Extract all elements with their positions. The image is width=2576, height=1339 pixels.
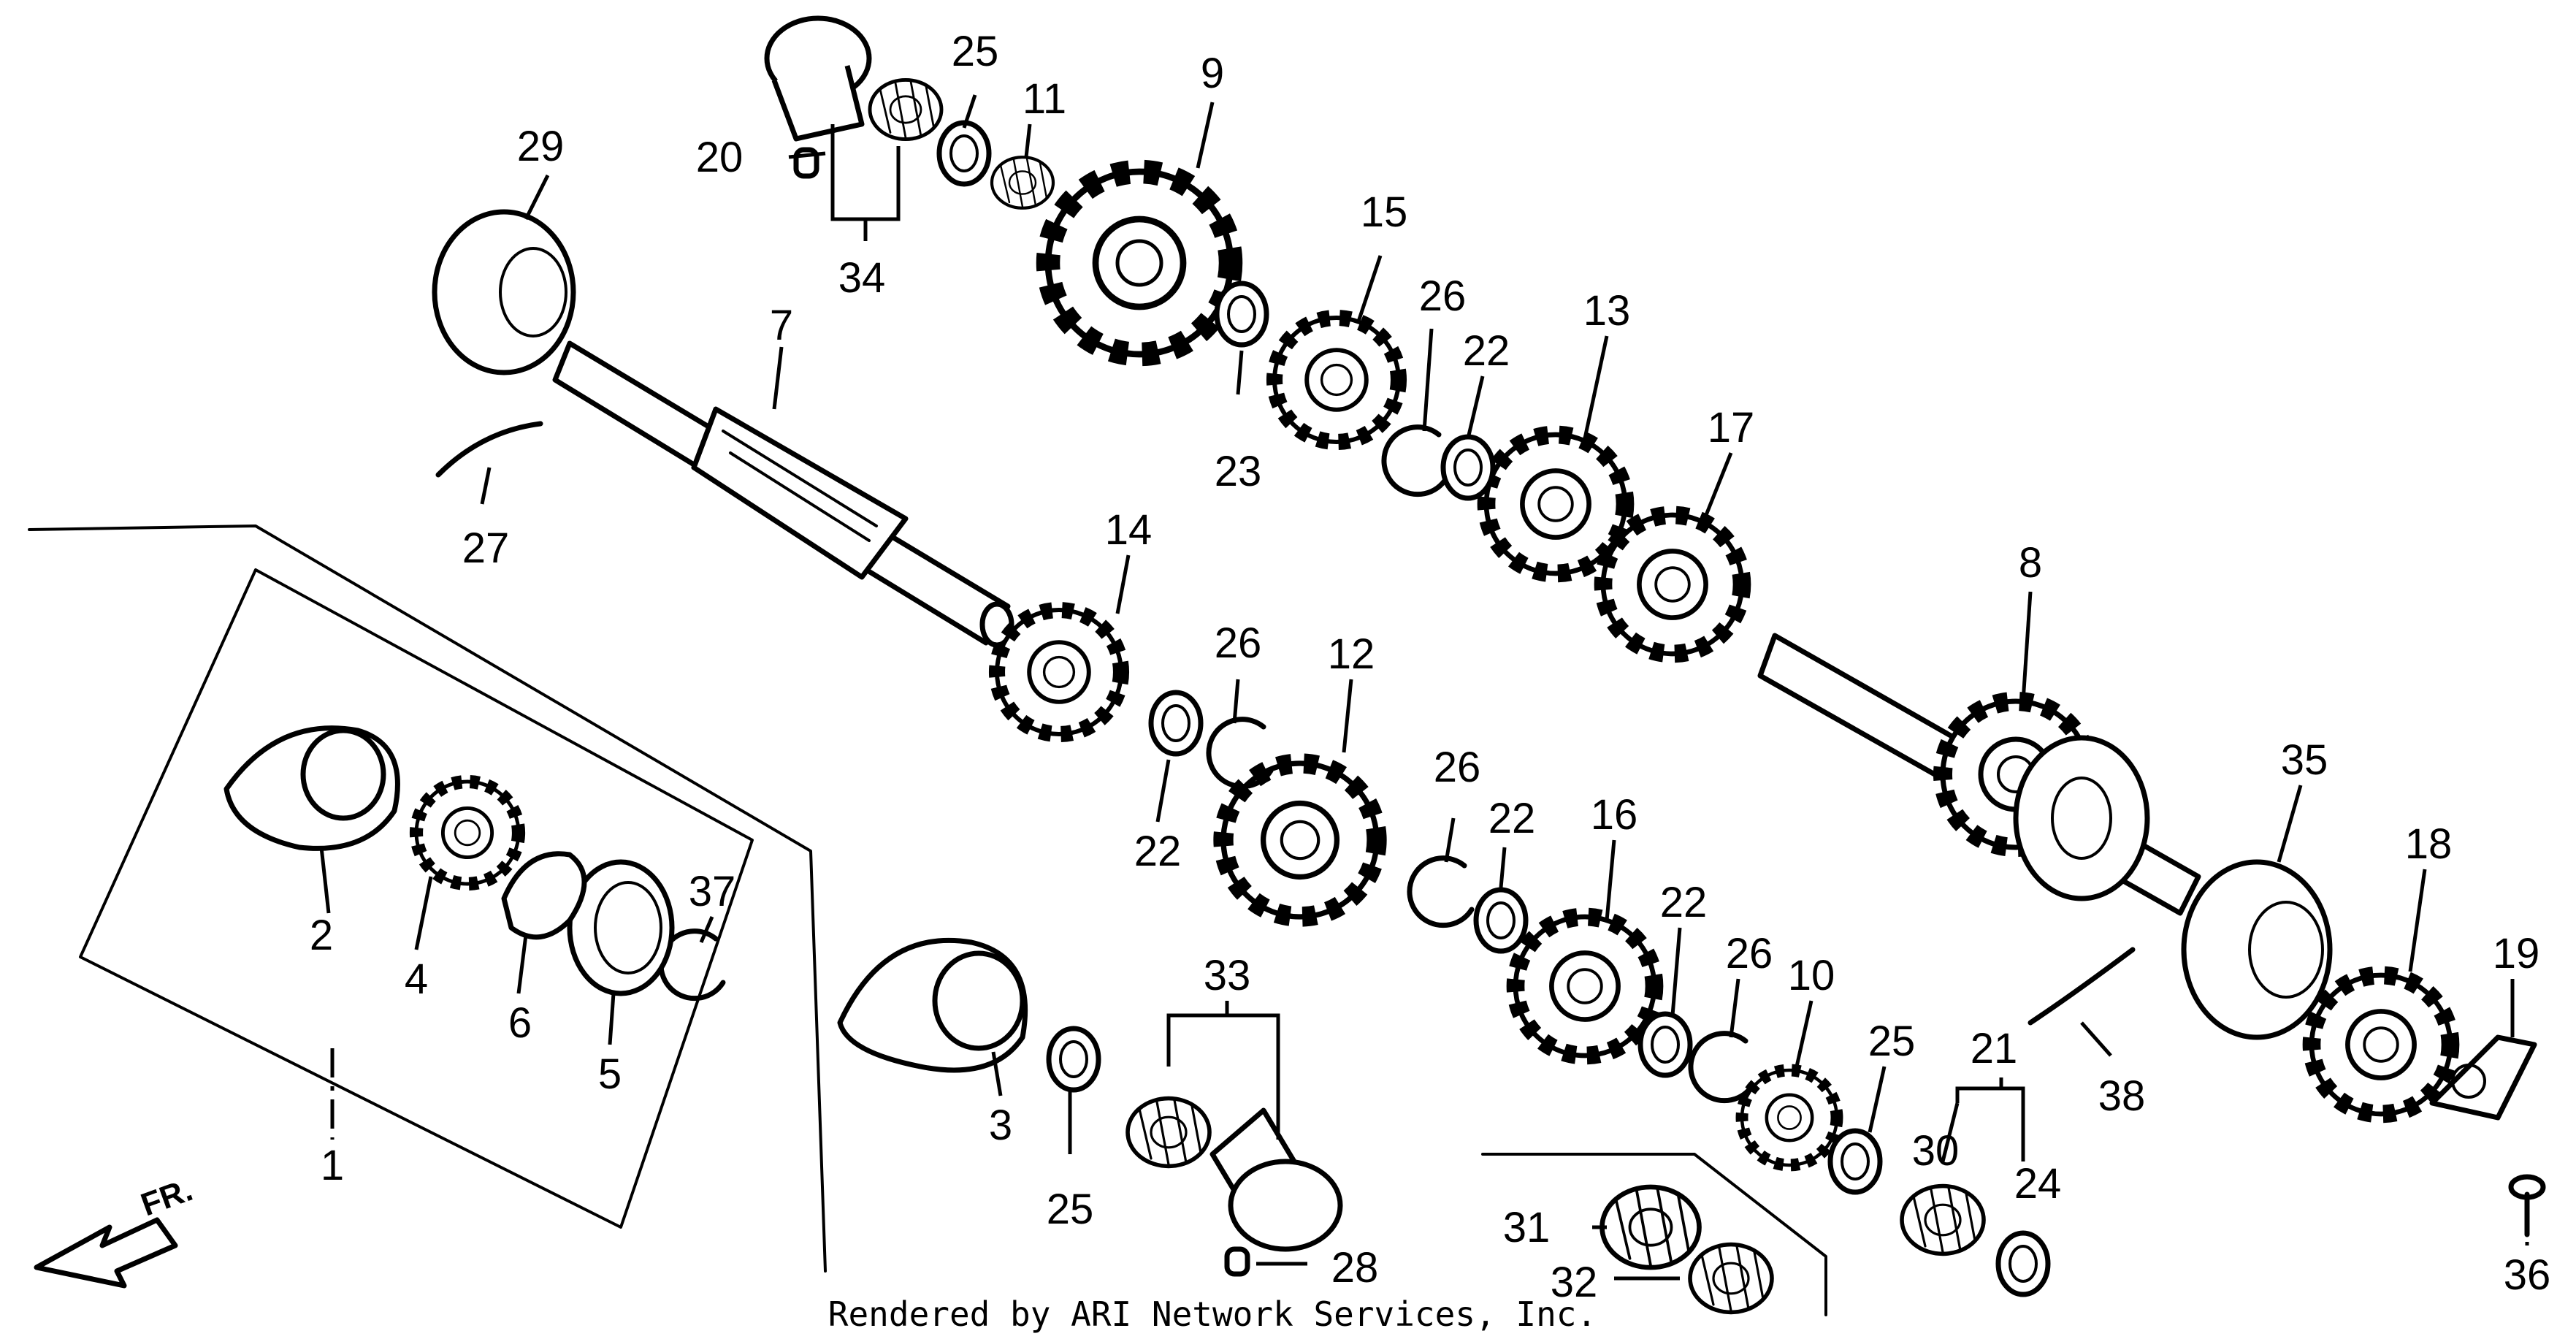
washer-22c	[1476, 890, 1526, 951]
circlip-26c	[1410, 858, 1472, 926]
needle-bearing-31	[1602, 1187, 1700, 1267]
label-6: 6	[508, 999, 532, 1047]
label-4: 4	[405, 955, 428, 1003]
label-17: 17	[1708, 404, 1755, 451]
label-16: 16	[1591, 791, 1638, 839]
label-25c: 25	[1868, 1018, 1916, 1065]
washer-23	[1217, 283, 1266, 345]
washer-25c	[1830, 1131, 1880, 1192]
label-32: 32	[1551, 1259, 1598, 1306]
label-34: 34	[838, 254, 886, 302]
render-credit: Rendered by ARI Network Services, Inc.	[828, 1294, 1597, 1334]
label-2: 2	[310, 912, 333, 959]
bolt-36	[2508, 1174, 2546, 1237]
circlip-26a	[1384, 427, 1446, 495]
label-21: 21	[1971, 1025, 2018, 1072]
assembly-box-1	[28, 524, 1827, 1316]
label-11: 11	[1023, 75, 1066, 123]
ratchet-spring-6	[501, 851, 587, 940]
label-19: 19	[2493, 930, 2540, 977]
countershaft	[1757, 633, 2201, 916]
label-20: 20	[696, 134, 744, 181]
label-29: 29	[517, 123, 565, 170]
label-38: 38	[2098, 1072, 2146, 1120]
washer-25b	[1049, 1029, 1098, 1090]
washer-25a	[939, 123, 989, 184]
gear-4	[416, 782, 519, 884]
needle-bearing-30	[1902, 1186, 1984, 1254]
needle-bearing-33	[1128, 1099, 1209, 1167]
label-36: 36	[2504, 1251, 2551, 1299]
gear-16	[1516, 917, 1654, 1056]
label-31: 31	[1503, 1204, 1551, 1251]
label-28: 28	[1331, 1244, 1379, 1292]
kick-starter-cam-3	[837, 937, 1028, 1073]
label-14: 14	[1105, 506, 1153, 554]
label-13: 13	[1583, 287, 1631, 335]
label-1: 1	[321, 1142, 344, 1189]
label-35: 35	[2281, 736, 2328, 784]
label-12: 12	[1328, 630, 1375, 678]
washer-22d	[1640, 1014, 1690, 1075]
fixing-plate-19	[2429, 1034, 2537, 1121]
washer-24	[1998, 1233, 2048, 1294]
label-24: 24	[2014, 1160, 2062, 1208]
circlip-26d	[1691, 1034, 1753, 1101]
label-26a: 26	[1419, 272, 1467, 320]
label-26c: 26	[1434, 744, 1481, 791]
label-23: 23	[1215, 448, 1262, 495]
label-9: 9	[1201, 50, 1224, 97]
collar-33	[1209, 1107, 1343, 1252]
washer-22a	[1443, 437, 1493, 498]
gear-10	[1742, 1070, 1837, 1165]
kick-starter-cam-2	[223, 725, 400, 851]
gear-17	[1603, 515, 1742, 654]
leader-lines	[319, 94, 2529, 1281]
label-8: 8	[2019, 539, 2042, 587]
label-5: 5	[598, 1050, 622, 1098]
gear-15	[1274, 318, 1399, 442]
gear-14	[997, 610, 1121, 734]
label-18: 18	[2405, 820, 2453, 868]
needle-bearing-34	[870, 80, 941, 139]
sprocket-18	[2312, 975, 2450, 1114]
label-3: 3	[989, 1102, 1012, 1149]
bearing-29	[432, 209, 576, 375]
set-ring-27	[435, 421, 543, 478]
label-25b: 25	[1047, 1186, 1094, 1233]
collar-34	[764, 15, 872, 142]
label-33: 33	[1204, 952, 1251, 999]
label-37: 37	[689, 868, 736, 915]
label-27: 27	[462, 524, 510, 572]
label-22a: 22	[1463, 327, 1510, 375]
gear-9	[1048, 172, 1231, 354]
set-ring-38	[2027, 947, 2136, 1026]
label-22d: 22	[1660, 879, 1708, 926]
front-direction-arrow: FR.	[34, 1172, 197, 1289]
svg-text:FR.: FR.	[137, 1172, 197, 1223]
label-30: 30	[1912, 1127, 1960, 1175]
label-25a: 25	[952, 28, 999, 75]
label-7: 7	[770, 302, 793, 349]
label-22c: 22	[1488, 795, 1536, 842]
bearing-35	[2181, 859, 2333, 1040]
label-26b: 26	[1215, 619, 1262, 667]
bearing-11	[992, 157, 1053, 208]
callout-labels: 1 2 3 4 5 6 7 8 9 10 11 12 13 14 15 16 1…	[310, 28, 2550, 1306]
label-22b: 22	[1134, 828, 1182, 875]
label-26d: 26	[1726, 930, 1773, 977]
needle-bearing-32	[1690, 1245, 1772, 1313]
mainshaft	[552, 340, 1014, 648]
washer-5	[567, 859, 675, 996]
dowel-pin-28	[1224, 1246, 1250, 1277]
label-15: 15	[1361, 188, 1408, 236]
washer-22b	[1151, 693, 1201, 754]
label-10: 10	[1788, 952, 1835, 999]
